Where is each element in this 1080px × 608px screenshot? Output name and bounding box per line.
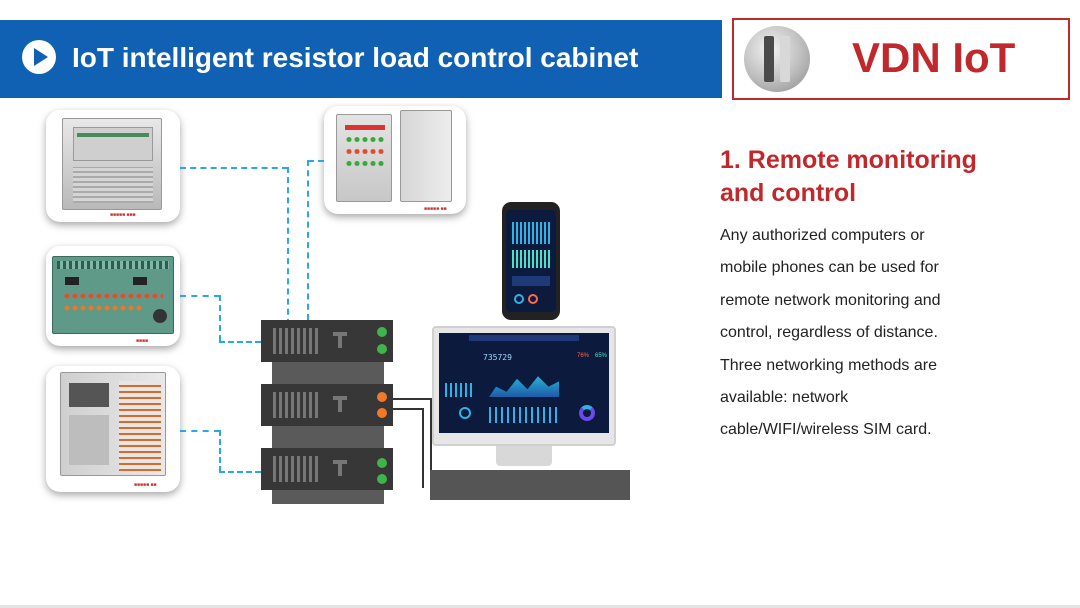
- server-unit-1: [261, 320, 393, 362]
- dual-cabinet-image-left: [336, 114, 392, 202]
- dashboard-screen: 735729 76% 65%: [439, 333, 609, 433]
- description-line: control, regardless of distance.: [720, 324, 938, 342]
- link-line-3-v: [219, 430, 221, 472]
- product-card-2: ■■■■: [46, 246, 180, 346]
- description-line: available: network: [720, 389, 849, 407]
- desktop-monitor: 735729 76% 65%: [432, 326, 616, 458]
- phone-screen: [506, 210, 556, 312]
- feature-heading-line-1: 1. Remote monitoring: [720, 146, 977, 174]
- resistor-cabinet-image: [62, 118, 162, 210]
- load-bank-image: [60, 372, 166, 476]
- dual-cabinet-image-right: [400, 110, 452, 202]
- description-line: remote network monitoring and: [720, 291, 941, 309]
- brand-name: VDN IoT: [852, 34, 1016, 81]
- play-icon: [22, 40, 56, 74]
- status-led-icon: [377, 327, 387, 337]
- control-panel-image: [52, 256, 174, 334]
- link-line-4: [308, 160, 324, 162]
- dashboard-counter: 735729: [483, 353, 512, 362]
- link-line-1-v: [287, 167, 289, 335]
- link-line-1: [180, 167, 288, 169]
- description-line: Three networking methods are: [720, 356, 937, 374]
- desk-base: [430, 470, 630, 500]
- product-card-3: ■■■■■ ■■: [46, 366, 180, 492]
- dashboard-stat-a: 76%: [577, 353, 590, 359]
- dashboard-stat-b: 65%: [595, 353, 608, 359]
- product-card-4: ■■■■■ ■■: [324, 106, 466, 214]
- link-line-3: [180, 430, 220, 432]
- status-led-icon: [377, 392, 387, 402]
- feature-heading: 1. Remote monitoring and control: [720, 144, 1040, 210]
- status-led-icon: [377, 408, 387, 418]
- brand-logo: VDN IoT: [732, 18, 1070, 100]
- status-led-icon: [377, 474, 387, 484]
- link-line-3-h: [219, 471, 261, 473]
- server-unit-3: [261, 448, 393, 490]
- status-led-icon: [377, 344, 387, 354]
- description-line: Any authorized computers or: [720, 227, 925, 244]
- link-line-2-h: [219, 341, 261, 343]
- server-unit-2: [261, 384, 393, 426]
- description-line: cable/WIFI/wireless SIM card.: [720, 421, 932, 439]
- slide-bottom-border: [0, 605, 1080, 608]
- monitor-stand: [496, 446, 552, 466]
- link-line-2-v: [219, 295, 221, 341]
- smartphone: [502, 202, 560, 320]
- page-title: IoT intelligent resistor load control ca…: [72, 42, 639, 73]
- product-card-1: ■■■■■ ■■■: [46, 110, 180, 222]
- link-line-4-v: [307, 160, 309, 320]
- title-banner: IoT intelligent resistor load control ca…: [0, 20, 722, 98]
- vdn-logo-mark-icon: [744, 26, 810, 92]
- description-line: mobile phones can be used for: [720, 259, 939, 277]
- feature-heading-line-2: and control: [720, 179, 857, 207]
- feature-description: Any authorized computers or mobile phone…: [720, 220, 1050, 447]
- status-led-icon: [377, 458, 387, 468]
- link-line-2: [180, 295, 220, 297]
